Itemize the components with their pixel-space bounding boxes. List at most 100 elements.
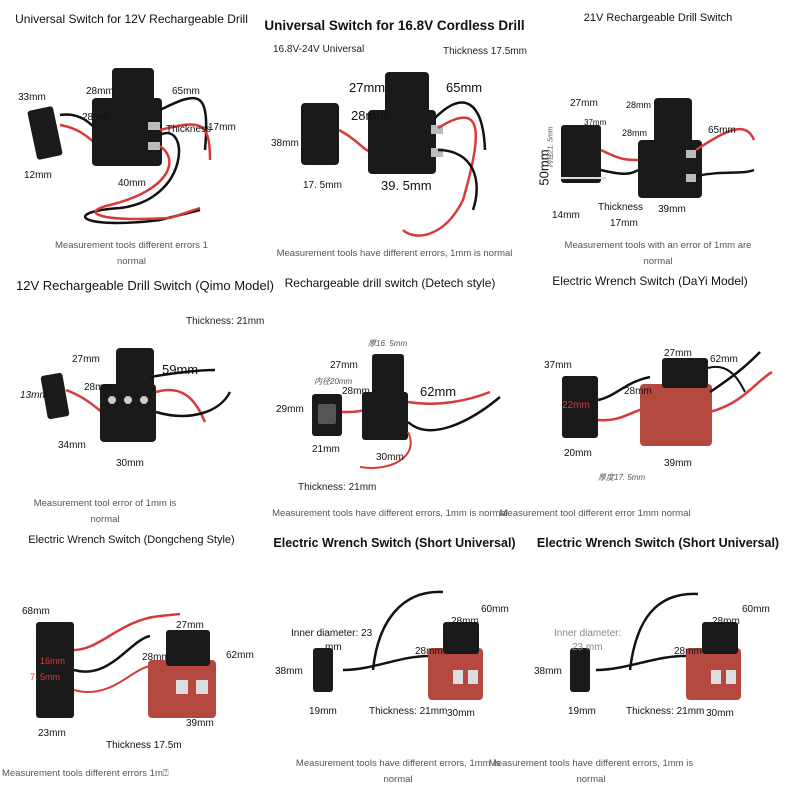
dim-label: 28mm bbox=[86, 86, 114, 97]
dim-label: Thickness bbox=[166, 124, 212, 135]
dim-label: Thickness bbox=[598, 202, 644, 213]
dim-label: 28mm bbox=[451, 616, 479, 627]
dim-label: 39mm bbox=[664, 458, 692, 469]
panel-qimo-drill-switch: 12V Rechargeable Drill Switch (Qimo Mode… bbox=[0, 272, 290, 530]
dim-label: 内径20mm bbox=[314, 377, 353, 386]
dim-label: 28mm bbox=[622, 128, 648, 138]
dim-label: Thickness: 21mm bbox=[626, 706, 705, 717]
dim-label: 12mm bbox=[24, 170, 52, 181]
panel-dongcheng-wrench-switch: Electric Wrench Switch (Dongcheng Style)… bbox=[0, 530, 263, 790]
dim-label: 27mm bbox=[330, 360, 358, 371]
dim-label: 62mm bbox=[226, 650, 254, 661]
dim-label: 28mm bbox=[84, 382, 112, 393]
panel-title: Electric Wrench Switch (Short Universal) bbox=[536, 536, 780, 550]
panel-21v-drill-switch: 21V Rechargeable Drill Switch 27mm 37mm … bbox=[526, 0, 790, 272]
dim-label: 28mm bbox=[712, 616, 740, 627]
measurement-note: Measurement tools different errors 1m⍰ bbox=[2, 768, 169, 779]
dim-label: 39mm bbox=[186, 718, 214, 729]
wrench-switch-illustration bbox=[570, 592, 741, 700]
dim-label: 22mm bbox=[562, 400, 590, 411]
dim-label: 30mm bbox=[706, 708, 734, 719]
dim-label: 65mm bbox=[172, 86, 200, 97]
dim-label: 厚度17. 5mm bbox=[598, 473, 646, 482]
measurement-note: Measurement tools have different errors,… bbox=[272, 508, 508, 519]
dim-label: 30mm bbox=[376, 452, 404, 463]
dim-label: 68mm bbox=[22, 606, 50, 617]
dim-label: 40mm bbox=[118, 178, 146, 189]
dim-label: 29mm bbox=[276, 404, 304, 415]
dim-label: Thickness 17.5m bbox=[106, 740, 182, 751]
dim-label: 23 mm bbox=[572, 642, 603, 653]
dim-label: 30mm bbox=[116, 458, 144, 469]
panel-short-universal-wrench-switch-2: Electric Wrench Switch (Short Universal)… bbox=[489, 530, 790, 790]
measurement-note: Measurement tools have different errors,… bbox=[276, 248, 513, 259]
drill-switch-illustration bbox=[27, 68, 212, 225]
panel-title: Electric Wrench Switch (Dongcheng Style) bbox=[28, 534, 235, 546]
dim-label: 27mm bbox=[176, 620, 204, 631]
dim-label: 内径21. 5mm bbox=[547, 126, 555, 168]
panel-12v-drill-switch: Universal Switch for 12V Rechargeable Dr… bbox=[0, 0, 263, 272]
panel-title: Universal Switch for 16.8V Cordless Dril… bbox=[264, 18, 525, 33]
dim-label: 28mm bbox=[674, 646, 702, 657]
dim-label: 33mm bbox=[18, 92, 46, 103]
dim-label: 60mm bbox=[742, 604, 770, 615]
wrench-switch-illustration bbox=[36, 612, 216, 718]
dim-label: 59mm bbox=[162, 362, 199, 377]
dim-label: 27mm bbox=[570, 98, 598, 109]
dim-label: 28mm bbox=[415, 646, 443, 657]
dim-label: 39mm bbox=[658, 204, 686, 215]
dim-label: 37mm bbox=[544, 360, 572, 371]
wrench-switch-illustration bbox=[562, 351, 773, 446]
panel-short-universal-wrench-switch: Electric Wrench Switch (Short Universal)… bbox=[263, 530, 526, 790]
panel-title: Rechargeable drill switch (Detech style) bbox=[284, 276, 496, 290]
drill-switch-illustration bbox=[301, 72, 487, 237]
dim-label: 28mm bbox=[82, 112, 110, 123]
panel-title: Universal Switch for 12V Rechargeable Dr… bbox=[15, 12, 248, 26]
dim-label: 28mm bbox=[142, 652, 170, 663]
dim-label: 7. 5mm bbox=[30, 672, 61, 682]
dim-label: 14mm bbox=[552, 210, 580, 221]
dim-label: Thickness: 21mm bbox=[369, 706, 448, 717]
drill-switch-illustration bbox=[40, 348, 232, 442]
dim-label: 28mm bbox=[624, 386, 652, 397]
dim-label: 38mm bbox=[271, 138, 299, 149]
dim-label: 38mm bbox=[275, 666, 303, 677]
wrench-switch-illustration bbox=[313, 590, 483, 700]
measurement-note: Measurement tools with an error of 1mm a… bbox=[564, 240, 752, 267]
dim-label: 厚16. 5mm bbox=[368, 339, 408, 348]
dim-label: 28mm bbox=[626, 100, 652, 110]
dim-label: 17mm bbox=[610, 218, 638, 229]
dim-label: 13mm bbox=[20, 390, 48, 401]
dim-label: 19mm bbox=[309, 706, 337, 717]
dim-label: 28mm bbox=[351, 108, 388, 123]
measurement-note: Measurement tools have different errors,… bbox=[295, 758, 501, 785]
dim-label: 34mm bbox=[58, 440, 86, 451]
dim-label: 23mm bbox=[38, 728, 66, 739]
dim-label: 62mm bbox=[710, 354, 738, 365]
dim-label: 62mm bbox=[420, 384, 457, 399]
dim-label: 16mm bbox=[40, 656, 66, 666]
thickness-label: Thickness: 21mm bbox=[186, 316, 265, 327]
panel-title: 12V Rechargeable Drill Switch (Qimo Mode… bbox=[16, 278, 274, 293]
panel-title: Electric Wrench Switch (DaYi Model) bbox=[552, 274, 748, 288]
dim-label: Inner diameter: bbox=[554, 628, 622, 639]
dim-label: mm bbox=[325, 642, 342, 653]
dim-label: 17. 5mm bbox=[303, 180, 342, 191]
dim-label: 28mm bbox=[342, 386, 370, 397]
panel-title: Electric Wrench Switch (Short Universal) bbox=[273, 536, 516, 550]
panel-16v8-drill-switch: Universal Switch for 16.8V Cordless Dril… bbox=[263, 0, 527, 272]
dim-label: 65mm bbox=[708, 125, 736, 136]
drill-switch-illustration bbox=[312, 354, 501, 469]
dim-label: 27mm bbox=[664, 348, 692, 359]
dim-label: 17mm bbox=[208, 122, 236, 133]
panel-title: 21V Rechargeable Drill Switch bbox=[583, 12, 733, 24]
dim-label: 30mm bbox=[447, 708, 475, 719]
panel-subtitle: 16.8V-24V Universal bbox=[273, 44, 365, 55]
dim-label: Inner diameter: 23 bbox=[291, 628, 373, 639]
panel-detech-drill-switch: Rechargeable drill switch (Detech style)… bbox=[270, 272, 510, 530]
dim-label: 65mm bbox=[446, 80, 483, 95]
dim-label: 38mm bbox=[534, 666, 562, 677]
dim-label: 19mm bbox=[568, 706, 596, 717]
measurement-note: Measurement tool different error 1mm nor… bbox=[499, 508, 691, 519]
drill-switch-illustration bbox=[561, 98, 756, 198]
